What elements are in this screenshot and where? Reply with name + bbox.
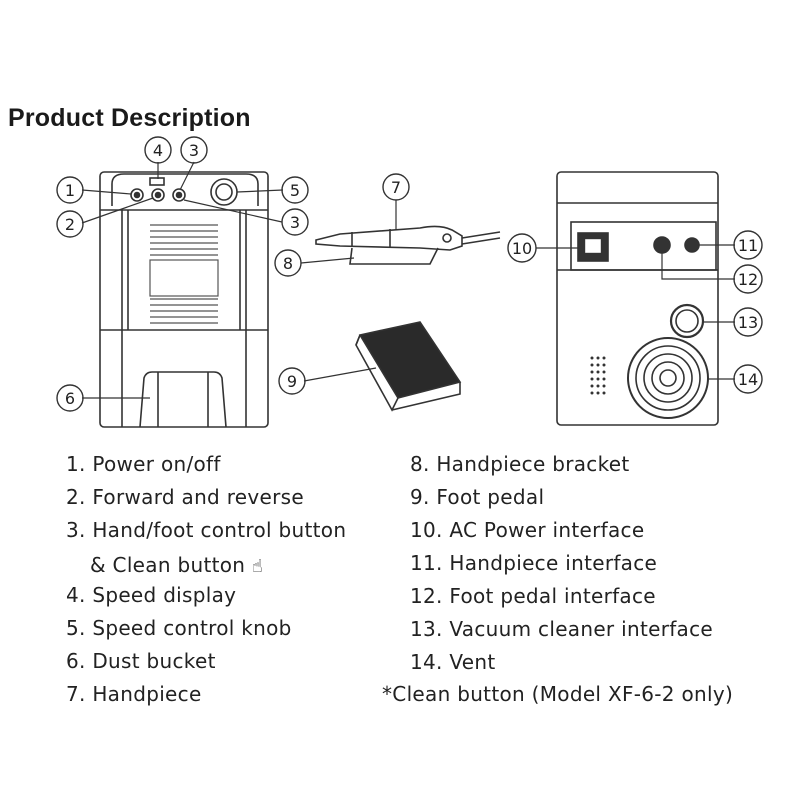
control-button bbox=[172, 188, 186, 202]
callout-10: 10 bbox=[512, 239, 532, 258]
page-title: Product Description bbox=[8, 104, 251, 132]
side-vent bbox=[590, 356, 606, 395]
legend-item-9: 9. Foot pedal bbox=[410, 485, 545, 509]
callout-14: 14 bbox=[738, 370, 758, 389]
legend-item-10: 10. AC Power interface bbox=[410, 518, 645, 542]
handpiece bbox=[315, 225, 501, 251]
callout-11: 11 bbox=[738, 236, 758, 255]
speed-display bbox=[149, 177, 165, 186]
legend-item-4: 4. Speed display bbox=[66, 583, 237, 607]
legend-item-3b: & Clean button ☝ bbox=[90, 553, 263, 577]
legend-item-5: 5. Speed control knob bbox=[66, 616, 292, 640]
callout-5: 5 bbox=[290, 181, 300, 200]
front-grille bbox=[149, 224, 219, 324]
front-view bbox=[99, 171, 269, 428]
legend-item-2: 2. Forward and reverse bbox=[66, 485, 304, 509]
legend-item-7: 7. Handpiece bbox=[66, 682, 202, 706]
direction-button bbox=[151, 188, 165, 202]
speed-knob bbox=[210, 178, 238, 206]
legend-item-13: 13. Vacuum cleaner interface bbox=[410, 617, 714, 641]
callout-2: 2 bbox=[65, 215, 75, 234]
foot-pedal bbox=[355, 321, 462, 412]
callout-4: 4 bbox=[153, 141, 163, 160]
legend-item-3: 3. Hand/foot control button bbox=[66, 518, 347, 542]
back-view bbox=[556, 171, 719, 426]
callout-circles bbox=[56, 136, 763, 412]
callout-3b: 3 bbox=[290, 213, 300, 232]
callout-12: 12 bbox=[738, 270, 758, 289]
callout-1: 1 bbox=[65, 181, 75, 200]
legend-item-1: 1. Power on/off bbox=[66, 452, 221, 476]
hand-pointer-icon: ☝ bbox=[251, 556, 264, 577]
callout-13: 13 bbox=[738, 313, 758, 332]
callout-8: 8 bbox=[283, 254, 293, 273]
legend-item-14: 14. Vent bbox=[410, 650, 496, 674]
legend-footnote: *Clean button (Model XF-6-2 only) bbox=[382, 682, 734, 706]
legend-item-3b-text: & Clean button bbox=[90, 553, 246, 577]
callout-7: 7 bbox=[391, 178, 401, 197]
vacuum-port bbox=[669, 303, 705, 339]
callout-3a: 3 bbox=[189, 141, 199, 160]
power-button bbox=[130, 188, 144, 202]
legend-item-12: 12. Foot pedal interface bbox=[410, 584, 656, 608]
foot-pedal-socket bbox=[653, 236, 671, 254]
callout-9: 9 bbox=[287, 372, 297, 391]
dust-bucket bbox=[139, 371, 227, 428]
legend-item-6: 6. Dust bucket bbox=[66, 649, 216, 673]
handpiece-bracket bbox=[349, 247, 439, 265]
vent-fan bbox=[627, 337, 709, 419]
handpiece-socket bbox=[684, 237, 700, 253]
legend-item-11: 11. Handpiece interface bbox=[410, 551, 658, 575]
callout-6: 6 bbox=[65, 389, 75, 408]
legend-item-8: 8. Handpiece bracket bbox=[410, 452, 630, 476]
leader-lines bbox=[81, 161, 735, 399]
